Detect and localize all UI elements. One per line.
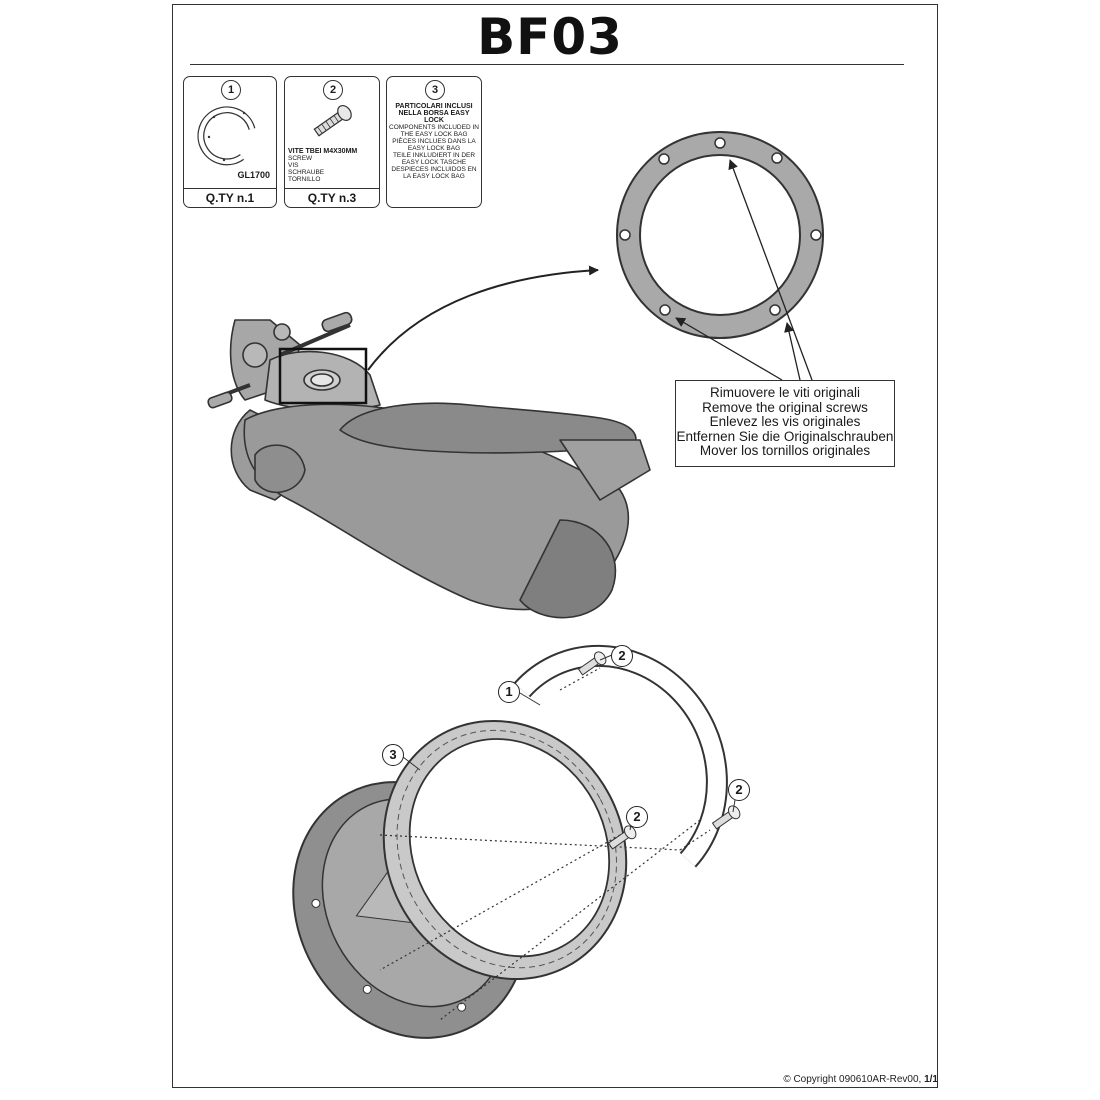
part-number-2: 2 <box>323 80 343 100</box>
part-number-3: 3 <box>425 80 445 100</box>
title-divider <box>190 64 904 65</box>
part-qty-2: Q.TY n.3 <box>285 188 379 207</box>
flange-screw-hole <box>714 137 726 149</box>
remove-screws-note: Rimuovere le viti originali Remove the o… <box>675 380 895 467</box>
part-number-1: 1 <box>221 80 241 100</box>
tank-ring-icon <box>197 106 256 166</box>
included-translation-es: DESPIECES INCLUIDOS EN LA EASY LOCK BAG <box>391 166 477 180</box>
flange-screw-hole <box>810 229 822 241</box>
callout-screw-c: 2 <box>728 779 750 801</box>
motorcycle-illustration <box>207 311 651 619</box>
part-code: GL1700 <box>237 170 270 180</box>
screw-name: VITE TBEI M4x30mm <box>288 148 358 155</box>
note-en: Remove the original screws <box>702 399 868 415</box>
tank-flange-detail <box>616 131 824 339</box>
callout-ring-1: 1 <box>498 681 520 703</box>
part-box-2: 2 VITE TBEI M4x30mm SCREW VIS SCHRAUBE T… <box>284 76 380 208</box>
note-es: Mover los tornillos originales <box>699 443 871 458</box>
callout-screw-a: 2 <box>611 645 633 667</box>
included-translation-en: COMPONENTS INCLUDED IN THE EASY LOCK BAG <box>389 124 479 138</box>
note-it: Rimuovere le viti originali <box>709 385 861 400</box>
note-fr: Enlevez les vis originales <box>709 414 861 429</box>
note-de: Entfernen Sie die Originalschrauben <box>676 428 894 444</box>
screw-icon <box>313 104 352 137</box>
screw-translation-es: TORNILLO <box>288 176 321 183</box>
included-translation-de: TEILE INKLUDIERT IN DER EASY LOCK TASCHE <box>392 152 476 166</box>
screw-translation-fr: VIS <box>288 162 299 169</box>
page-number: 1/1 <box>924 1074 938 1085</box>
callout-locking-ring-3: 3 <box>382 744 404 766</box>
included-heading: PARTICOLARI INCLUSI NELLA BORSA EASY LOC… <box>395 103 473 124</box>
flange-screw-hole <box>659 304 671 316</box>
exploded-assembly <box>292 644 741 1039</box>
copyright-footer: © Copyright 090610AR-Rev00, 1/1 <box>783 1074 938 1085</box>
copyright-text: © Copyright 090610AR-Rev00, <box>783 1074 922 1085</box>
flange-screw-hole <box>771 152 783 164</box>
part-qty-1: Q.TY n.1 <box>184 188 276 207</box>
page-title: BF03 <box>477 8 623 66</box>
flange-screw-hole <box>658 153 670 165</box>
screw-translation-en: SCREW <box>288 155 313 162</box>
callout-screw-b: 2 <box>626 806 648 828</box>
tank-highlight-box <box>278 347 368 405</box>
page-frame <box>172 4 938 1088</box>
flange-screw-hole <box>619 229 631 241</box>
included-translation-fr: PIÈCES INCLUES DANS LA EASY LOCK BAG <box>392 138 476 152</box>
part-box-3: 3 PARTICOLARI INCLUSI NELLA BORSA EASY L… <box>386 76 482 208</box>
part-box-1: 1 GL1700 Q.TY n.1 <box>183 76 277 208</box>
screw-translation-de: SCHRAUBE <box>288 169 325 176</box>
flange-screw-hole <box>769 304 781 316</box>
